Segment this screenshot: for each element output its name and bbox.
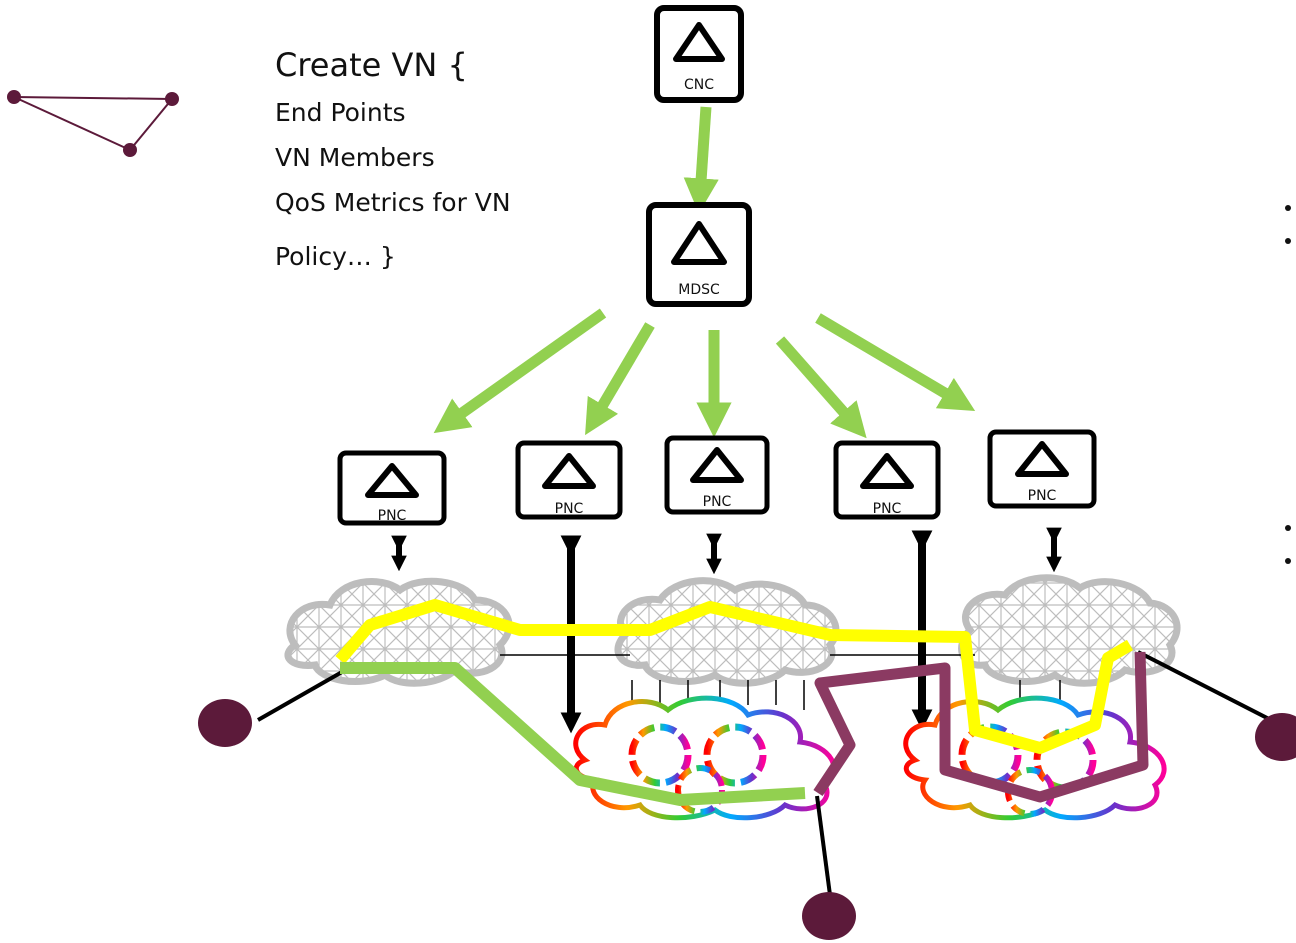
mdsc-to-pnc-arrows (433, 308, 976, 439)
triangle-icon (365, 463, 419, 498)
pnc-controller-5: PNC (987, 429, 1097, 509)
vn-path-purple (813, 651, 1149, 803)
endpoint-right[interactable] (1255, 713, 1296, 761)
pnc-label: PNC (1028, 488, 1057, 504)
triangle-icon (690, 447, 744, 483)
triangle-icon (1015, 441, 1069, 477)
pnc-controller-1: PNC (337, 450, 447, 526)
arrow-mdsc-to-pnc-4 (775, 336, 867, 439)
request-line-vn-members: VN Members (275, 143, 435, 172)
packet-domain-cloud-3 (958, 574, 1181, 687)
arrow-mdsc-to-pnc-2 (585, 322, 655, 436)
triangle-icon (542, 453, 596, 489)
arrow-mdsc-to-pnc-5 (815, 313, 976, 411)
endpoint-bottom[interactable] (802, 892, 856, 940)
request-line-end-points: End Points (275, 98, 406, 127)
pnc-label: PNC (378, 508, 407, 524)
pnc-label: PNC (555, 501, 584, 517)
arrow-cnc-to-mdsc (683, 106, 719, 214)
triangle-icon (673, 22, 725, 62)
pnc-label: PNC (873, 501, 902, 517)
triangle-icon (860, 453, 914, 489)
packet-domain-cloud-2 (614, 577, 840, 687)
vn-path-yellow (335, 599, 1134, 754)
pnc-controller-2: PNC (515, 440, 623, 520)
triangle-icon (671, 221, 727, 265)
vn-path-green (340, 662, 806, 806)
endpoint-access-lines (257, 650, 1276, 896)
bullet-dots (1285, 205, 1291, 564)
mdsc-label: MDSC (678, 282, 720, 298)
cnc-label: CNC (684, 77, 714, 93)
request-line-policy: Policy… } (275, 242, 396, 271)
request-title: Create VN { (275, 46, 468, 84)
arrow-mdsc-to-pnc-1 (433, 308, 607, 434)
create-vn-request: Create VN { End Points VN Members QoS Me… (275, 46, 511, 271)
request-line-qos-metrics: QoS Metrics for VN (275, 188, 511, 217)
endpoint-left[interactable] (198, 699, 252, 747)
mdsc-controller: MDSC (646, 202, 752, 307)
pnc-label: PNC (703, 494, 732, 510)
cnc-controller: CNC (654, 5, 744, 103)
vn-topology-icon (7, 90, 179, 157)
pnc-controller-4: PNC (833, 440, 941, 520)
pnc-controller-3: PNC (664, 435, 770, 515)
